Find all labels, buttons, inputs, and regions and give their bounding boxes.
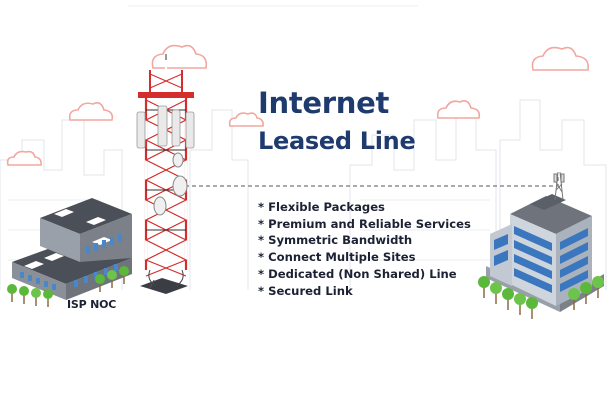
noc-trees [7,266,129,307]
office-building-icon [486,171,604,312]
tree-icon [490,282,502,304]
microwave-dish-icon [153,152,188,216]
tree-icon [478,276,490,298]
isp-noc-building-icon [12,198,132,300]
tree-icon [580,282,592,304]
rooftop-antenna-icon [553,171,565,201]
telecom-tower-icon [136,54,195,294]
title-line-internet: Internet [258,86,390,120]
title-line-leased-line: Leased Line [258,127,416,155]
tower-antennas [136,105,195,149]
isp-noc-label: ISP NOC [67,298,117,311]
tree-icon [526,297,538,319]
tree-icon [592,276,604,298]
feature-list: * Flexible Packages * Premium and Reliab… [258,199,471,299]
cloud-icon [6,150,42,166]
cloud-icon [531,46,590,71]
tree-icon [568,288,580,310]
cloud-icon [151,44,208,69]
office-trees [478,276,604,319]
cloud-icon [436,100,481,119]
clouds [6,44,590,166]
tree-icon [95,274,105,292]
tree-icon [19,286,29,304]
feature-item: * Connect Multiple Sites [258,250,416,265]
cloud-icon [228,112,264,127]
tree-icon [107,270,117,288]
leased-line-link [178,176,559,187]
feature-item: * Premium and Reliable Services [258,216,471,231]
feature-item: * Symmetric Bandwidth [258,233,413,248]
feature-item: * Dedicated (Non Shared) Line [258,266,457,281]
tower-crown [138,54,194,98]
tree-icon [502,288,514,310]
tree-icon [7,284,17,302]
feature-item: * Flexible Packages [258,200,385,214]
tree-icon [43,289,53,307]
feature-item: * Secured Link [258,283,353,298]
cloud-icon [68,102,114,121]
tree-icon [514,293,526,315]
tree-icon [31,288,41,306]
tree-icon [119,266,129,284]
